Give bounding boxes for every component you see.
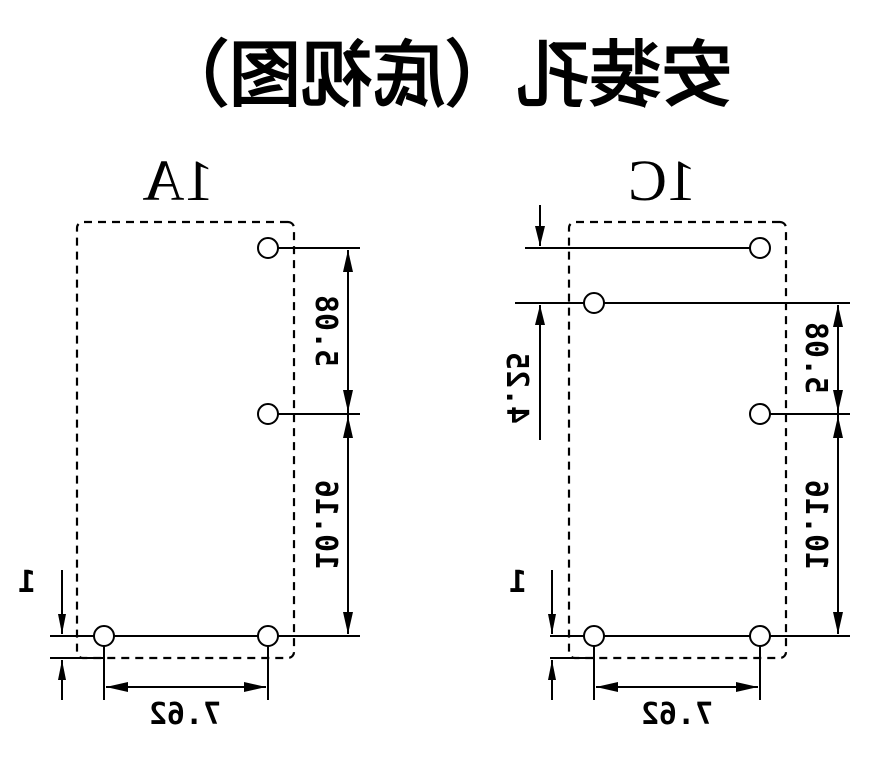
relay-outline-1c — [567, 220, 788, 660]
mounting-hole — [257, 625, 279, 647]
mounting-hole — [749, 625, 771, 647]
arrow-head — [343, 250, 353, 272]
arrow-head — [736, 682, 758, 692]
mounting-hole — [583, 625, 605, 647]
dimension-label-width: 7.62 — [641, 697, 713, 732]
panel-1c-heading: 1C — [628, 148, 696, 213]
arrow-head — [343, 612, 353, 634]
relay-outline-1a — [75, 220, 296, 660]
arrow-head — [548, 614, 556, 634]
arrow-head — [343, 416, 353, 438]
mounting-hole — [583, 292, 605, 314]
dimension-label-width: 7.62 — [149, 697, 221, 732]
mounting-hole — [93, 625, 115, 647]
arrow-head — [833, 390, 843, 412]
arrow-head — [596, 682, 618, 692]
mounting-hole — [257, 403, 279, 425]
arrow-head — [535, 226, 545, 246]
panel-1c: 1C — [499, 148, 850, 732]
arrow-head — [833, 416, 843, 438]
panel-1a-heading: 1A — [142, 148, 213, 213]
dimension-label-bottom-gap: 10.16 — [308, 480, 343, 570]
mounting-hole — [749, 237, 771, 259]
panel-1a: 1A — [18, 148, 360, 732]
diagram-title: 安装孔（底视图） — [157, 33, 733, 117]
dimension-label-pin-offset: 1 — [18, 565, 36, 600]
dimension-label-top-gap: 5.08 — [308, 295, 343, 367]
arrow-head — [343, 390, 353, 412]
arrow-head — [548, 660, 556, 680]
arrow-head — [833, 305, 843, 327]
arrow-head — [244, 682, 266, 692]
arrow-head — [833, 612, 843, 634]
mirrored-drawing: 安装孔（底视图） 1A — [18, 33, 850, 732]
dimension-label-right-bottom: 10.16 — [798, 480, 833, 570]
arrow-head — [58, 614, 66, 634]
arrow-head — [106, 682, 128, 692]
mounting-hole — [749, 403, 771, 425]
mounting-hole — [257, 237, 279, 259]
arrow-head — [535, 305, 545, 325]
dimension-label-left-vertical: 4.25 — [499, 352, 534, 424]
dimension-label-pin-offset: 1 — [509, 565, 527, 600]
dimension-label-right-top: 5.08 — [798, 322, 833, 394]
arrow-head — [58, 660, 66, 680]
